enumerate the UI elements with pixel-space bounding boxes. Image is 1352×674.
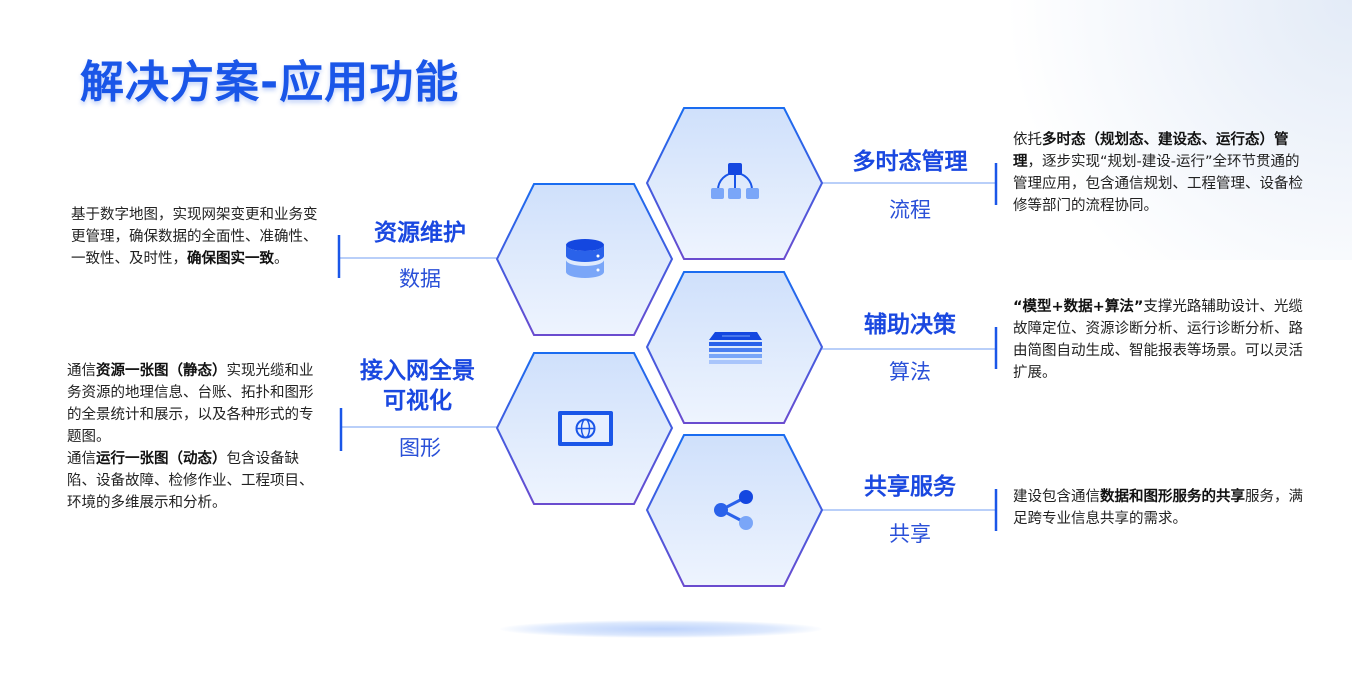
description-data: 基于数字地图，实现网架变更和业务变更管理，确保数据的全面性、准确性、一致性、及时… <box>71 204 327 270</box>
label-algo: 辅助决策 <box>864 312 956 338</box>
description-text: 实现光缆和业务资源的地理信息、台账、拓扑和图形的全景统计和展示，以及各种形式的专… <box>67 363 314 445</box>
description-text: 通信 <box>67 451 96 467</box>
description-text: 。 <box>274 251 289 267</box>
description-algo: “模型+数据+算法”支撑光路辅助设计、光缆故障定位、资源诊断分析、运行诊断分析、… <box>1013 296 1305 384</box>
sublabel-data: 数据 <box>399 267 441 291</box>
description-text: 基于数字地图，实现网架变更和业务变更管理，确保数据的全面性、准确性、一致性、及时… <box>71 207 318 267</box>
hexagon-base-shadow <box>500 620 822 638</box>
sublabel-flow: 流程 <box>889 198 931 222</box>
description-graphic: 通信资源一张图（静态）实现光缆和业务资源的地理信息、台账、拓扑和图形的全景统计和… <box>67 360 327 514</box>
description-emphasis: 运行一张图（动态） <box>96 451 227 467</box>
layers-icon <box>709 332 762 364</box>
label-share: 共享服务 <box>864 474 956 500</box>
description-emphasis: 确保图实一致 <box>187 251 274 267</box>
hierarchy-icon <box>711 163 759 199</box>
label-data: 资源维护 <box>374 220 466 246</box>
label-graphic: 接入网全景 可视化 <box>345 356 490 416</box>
sublabel-share: 共享 <box>889 522 931 546</box>
description-emphasis: 数据和图形服务的共享 <box>1100 489 1245 505</box>
label-graphic-line2: 可视化 <box>383 388 452 414</box>
description-text: 支撑光路辅助设计、光缆故障定位、资源诊断分析、运行诊断分析、路由简图自动生成、智… <box>1013 299 1303 381</box>
description-emphasis: “模型+数据+算法” <box>1013 299 1144 315</box>
description-share: 建设包含通信数据和图形服务的共享服务，满足跨专业信息共享的需求。 <box>1013 486 1303 530</box>
share-icon <box>714 490 753 530</box>
decorative-background <box>932 0 1352 260</box>
description-text: 服务，满足跨专业信息共享的需求。 <box>1013 489 1303 527</box>
sublabel-algo: 算法 <box>889 360 931 384</box>
database-icon <box>566 239 604 278</box>
description-text: 建设包含通信 <box>1013 489 1100 505</box>
hexagon-algo <box>645 271 824 424</box>
hexagon-share <box>645 434 824 587</box>
description-text: 包含设备缺陷、设备故障、检修作业、工程项目、环境的多维展示和分析。 <box>67 451 314 511</box>
label-graphic-line1: 接入网全景 <box>360 358 475 384</box>
description-flow: 依托多时态（规划态、建设态、运行态）管理，逐步实现“规划-建设-运行”全环节贯通… <box>1013 129 1303 217</box>
description-text: ，逐步实现“规划-建设-运行”全环节贯通的管理应用，包含通信规划、工程管理、设备… <box>1013 154 1303 214</box>
description-emphasis: 资源一张图（静态） <box>96 363 227 379</box>
page-title: 解决方案-应用功能 <box>80 57 460 108</box>
description-emphasis: 多时态（规划态、建设态、运行态）管理 <box>1013 132 1289 170</box>
globe-monitor-icon <box>558 411 613 446</box>
sublabel-graphic: 图形 <box>399 436 441 460</box>
description-text: 依托 <box>1013 132 1042 148</box>
label-flow: 多时态管理 <box>852 149 968 175</box>
description-text: 通信 <box>67 363 96 379</box>
